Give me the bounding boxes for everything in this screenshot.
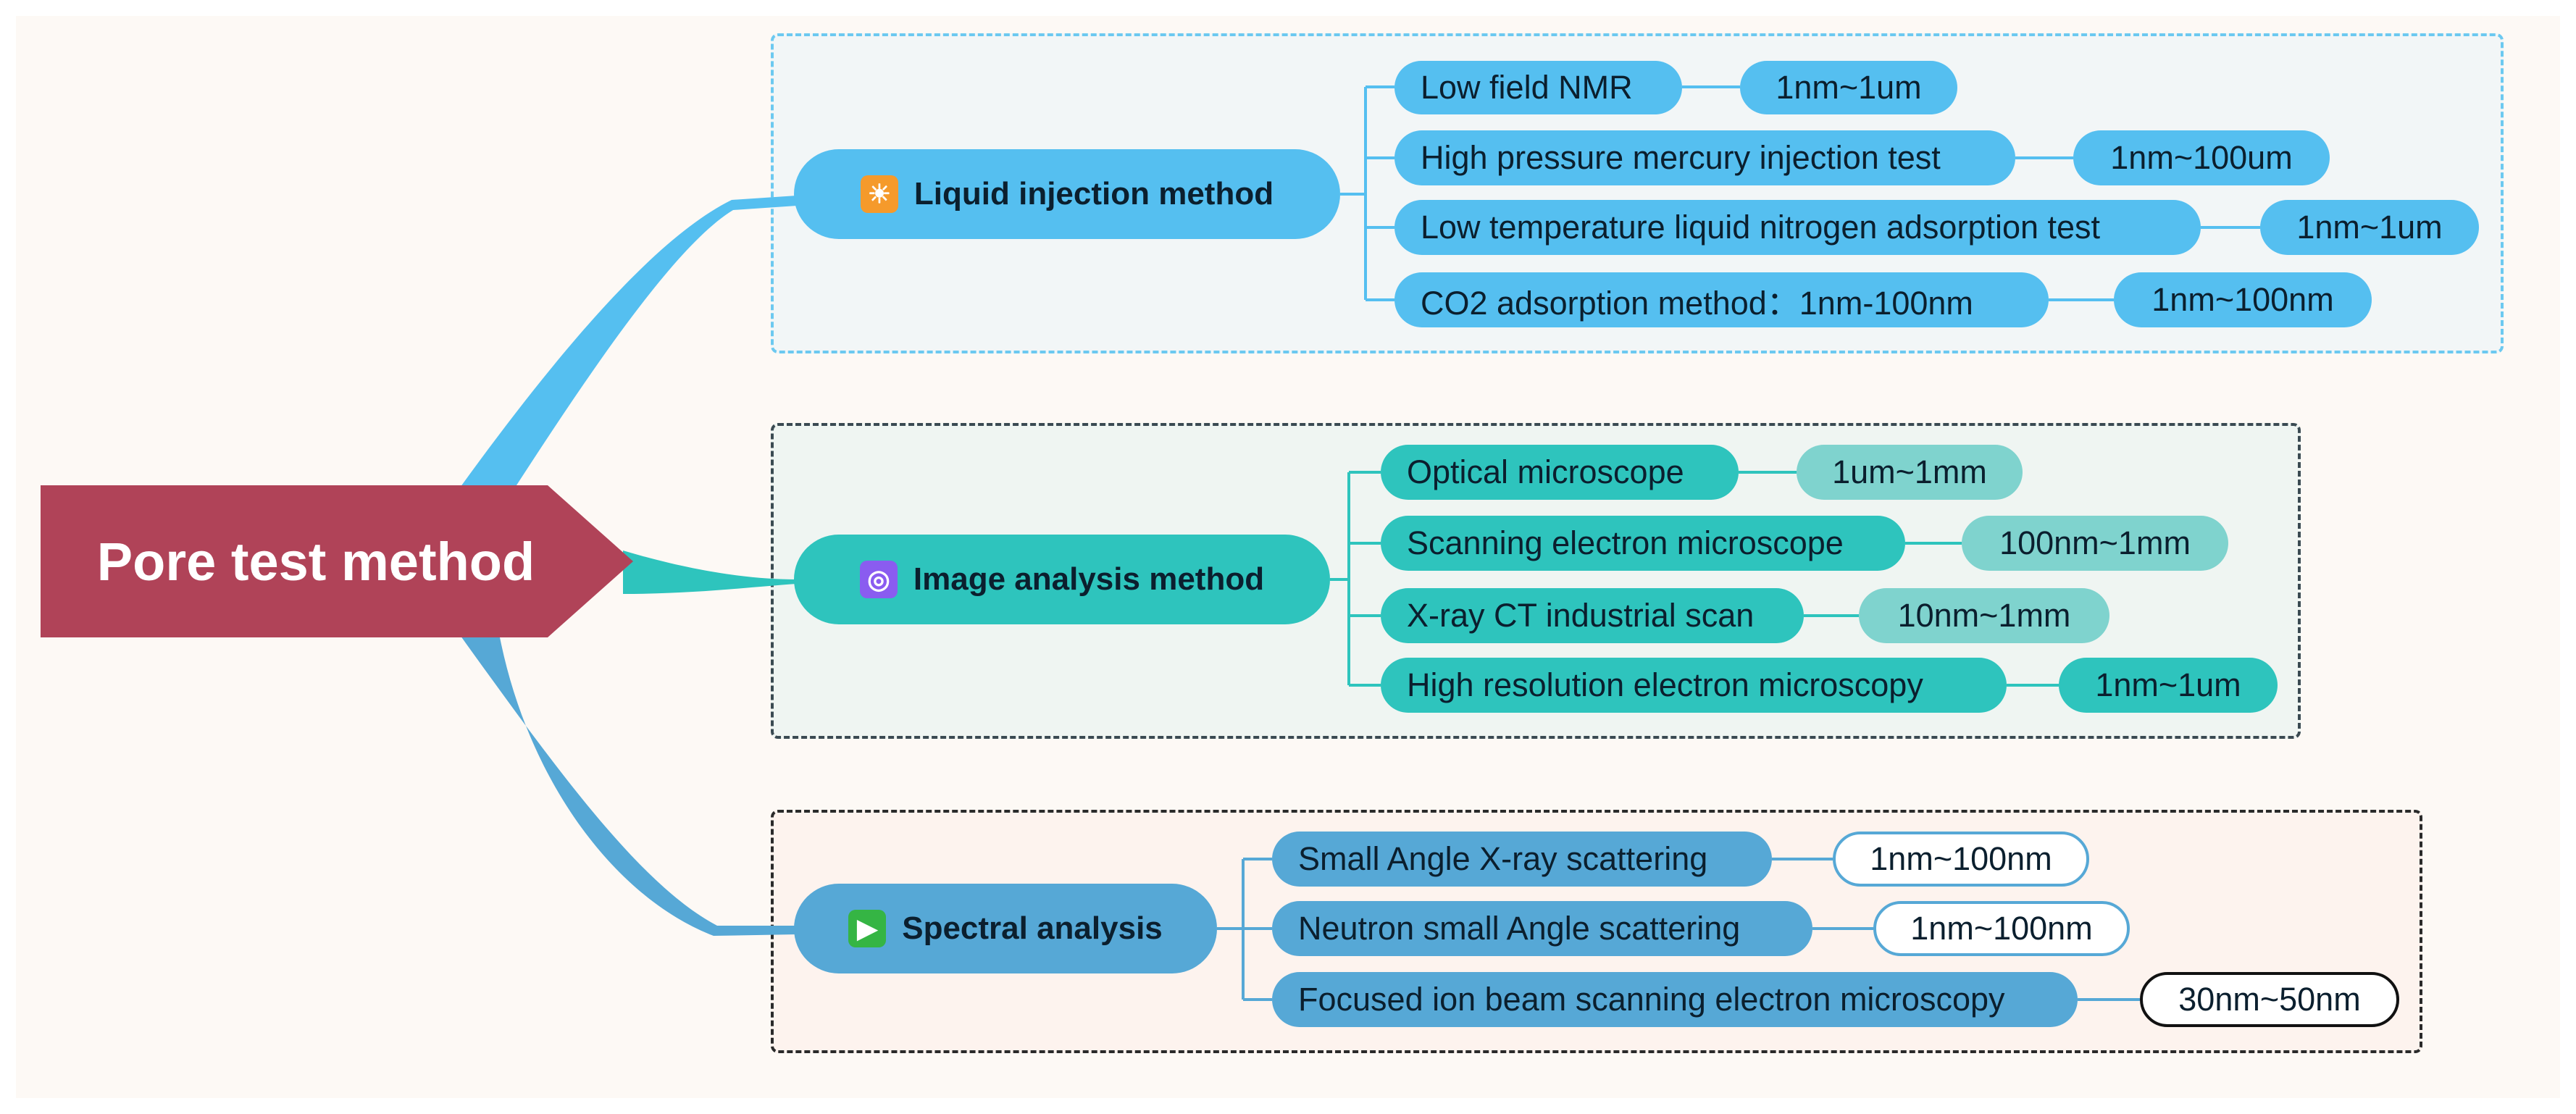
range-neutron-scattering[interactable]: 1nm~100nm [1873,901,2130,956]
range-label: 1um~1mm [1832,453,1987,490]
branch-liquid-injection[interactable]: ☀ Liquid injection method [794,149,1340,239]
branch-label: Spectral analysis [902,910,1163,946]
branch-image-analysis[interactable]: ◎ Image analysis method [794,535,1330,624]
range-label: 10nm~1mm [1897,597,2071,634]
range-optical-microscope[interactable]: 1um~1mm [1797,445,2023,500]
range-mercury-injection[interactable]: 1nm~100um [2073,130,2330,185]
sun-icon: ☀ [860,175,898,213]
range-focused-ion-beam[interactable]: 30nm~50nm [2140,972,2399,1027]
branch-label: Image analysis method [913,561,1265,597]
range-low-field-nmr[interactable]: 1nm~1um [1740,61,1957,114]
range-nitrogen-adsorption[interactable]: 1nm~1um [2260,200,2479,255]
topic-label: X-ray CT industrial scan [1407,597,1755,634]
range-label: 1nm~100nm [2151,281,2334,318]
topic-scanning-electron-microscope[interactable]: Scanning electron microscope [1381,516,1905,571]
spectral-branch-connectors [1217,858,2140,1001]
range-label: 100nm~1mm [1999,524,2191,561]
range-high-resolution-electron-microscopy[interactable]: 1nm~1um [2059,658,2278,713]
topic-mercury-injection[interactable]: High pressure mercury injection test [1394,130,2015,185]
topic-low-field-nmr[interactable]: Low field NMR [1394,61,1682,114]
topic-label: High pressure mercury injection test [1421,139,1941,176]
topic-label: CO2 adsorption method：1nm-100nm [1421,284,1973,322]
topic-label: Optical microscope [1407,453,1684,490]
range-label: 30nm~50nm [2178,981,2361,1018]
root-topic[interactable]: Pore test method [96,531,535,592]
target-icon: ◎ [859,561,898,598]
range-label: 1nm~100nm [1910,910,2093,947]
liquid-branch-connectors [1340,85,2260,301]
topic-neutron-scattering[interactable]: Neutron small Angle scattering [1272,901,1812,956]
topic-nitrogen-adsorption[interactable]: Low temperature liquid nitrogen adsorpti… [1394,200,2201,255]
topic-label: Neutron small Angle scattering [1298,910,1741,947]
range-label: 1nm~1um [1776,69,1922,106]
range-xray-ct-scan[interactable]: 10nm~1mm [1859,588,2109,643]
topic-label: Low field NMR [1421,69,1633,106]
topic-label: Low temperature liquid nitrogen adsorpti… [1421,209,2101,246]
range-label: 1nm~1um [2296,209,2443,246]
topic-label: Focused ion beam scanning electron micro… [1298,981,2005,1018]
branch-label: Liquid injection method [913,176,1274,212]
play-icon: ▶ [848,910,887,947]
root-shape [41,485,633,637]
topic-small-angle-xray[interactable]: Small Angle X-ray scattering [1272,832,1772,887]
root-to-image-connector [623,550,797,594]
topic-label: High resolution electron microscopy [1407,666,1923,703]
root-to-liquid-connector [456,196,797,500]
range-label: 1nm~100um [2110,139,2293,176]
range-small-angle-xray[interactable]: 1nm~100nm [1833,832,2089,887]
topic-high-resolution-electron-microscopy[interactable]: High resolution electron microscopy [1381,658,2007,713]
range-scanning-electron-microscope[interactable]: 100nm~1mm [1962,516,2228,571]
topic-optical-microscope[interactable]: Optical microscope [1381,445,1739,500]
topic-co2-adsorption[interactable]: CO2 adsorption method：1nm-100nm [1394,272,2049,327]
range-label: 1nm~100nm [1870,840,2052,877]
root-to-spectral-connector [456,630,797,936]
range-co2-adsorption[interactable]: 1nm~100nm [2114,272,2372,327]
topic-label: Scanning electron microscope [1407,524,1844,561]
image-branch-connectors [1330,471,2059,687]
topic-focused-ion-beam[interactable]: Focused ion beam scanning electron micro… [1272,972,2078,1027]
range-label: 1nm~1um [2095,666,2241,703]
topic-xray-ct-scan[interactable]: X-ray CT industrial scan [1381,588,1804,643]
topic-label: Small Angle X-ray scattering [1298,840,1708,877]
branch-spectral-analysis[interactable]: ▶ Spectral analysis [794,884,1217,973]
